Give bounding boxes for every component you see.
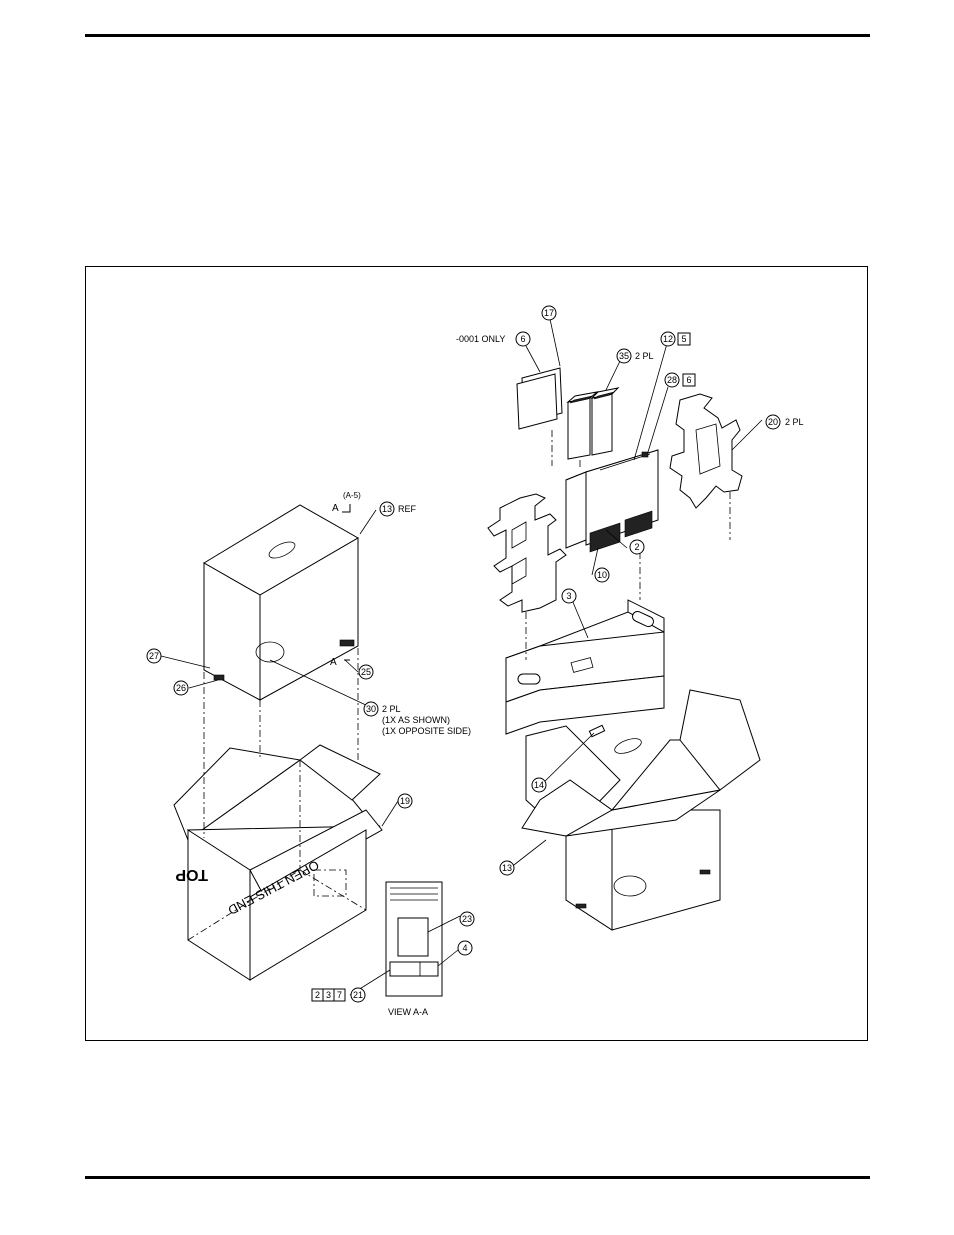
note-35-2pl: 2 PL <box>635 351 654 361</box>
callout-14: 14 <box>532 778 546 792</box>
callout-3: 3 <box>562 589 576 603</box>
note-13-ref: REF <box>398 504 417 514</box>
callout-6: 6 <box>516 332 530 346</box>
callout-2-square-lower: 2 <box>312 989 323 1001</box>
svg-text:12: 12 <box>663 334 673 344</box>
note-30-as-shown: (1X AS SHOWN) <box>382 715 450 725</box>
box-print-top: TOP <box>175 866 208 883</box>
callout-27: 27 <box>147 649 161 663</box>
label-panel <box>386 882 442 996</box>
foam-end-cap-left <box>488 494 566 612</box>
callout-28: 28 <box>665 373 679 387</box>
svg-text:4: 4 <box>462 943 467 953</box>
svg-text:20: 20 <box>768 417 778 427</box>
svg-text:19: 19 <box>400 796 410 806</box>
foam-end-cap-right <box>670 394 742 508</box>
callout-13: 13 <box>500 861 514 875</box>
callout-21: 21 <box>351 988 365 1002</box>
callout-17: 17 <box>542 306 556 320</box>
callout-26: 26 <box>174 681 188 695</box>
callout-20: 20 <box>766 415 780 429</box>
note-20-2pl: 2 PL <box>785 417 804 427</box>
callout-3-square-lower: 3 <box>323 989 334 1001</box>
view-a-a-label: VIEW A-A <box>388 1007 428 1017</box>
svg-text:7: 7 <box>337 990 342 1000</box>
callout-2: 2 <box>630 540 644 554</box>
svg-text:10: 10 <box>597 570 607 580</box>
svg-text:3: 3 <box>566 591 571 601</box>
callout-35: 35 <box>617 349 631 363</box>
callout-23: 23 <box>460 912 474 926</box>
document-sheet <box>517 368 562 429</box>
callout-12: 12 <box>661 332 675 346</box>
svg-text:13: 13 <box>502 863 512 873</box>
svg-text:2: 2 <box>634 542 639 552</box>
callout-7-square-lower: 7 <box>334 989 345 1001</box>
section-ref-a5: (A-5) <box>343 491 361 500</box>
section-label-a: A <box>332 503 339 514</box>
svg-text:6: 6 <box>686 375 691 385</box>
svg-text:28: 28 <box>667 375 677 385</box>
svg-text:21: 21 <box>353 990 363 1000</box>
inner-tray <box>506 600 664 734</box>
callout-30: 30 <box>364 702 378 716</box>
callout-19: 19 <box>398 794 412 808</box>
callout-5-square: 5 <box>678 333 690 345</box>
svg-text:30: 30 <box>366 704 376 714</box>
svg-text:3: 3 <box>326 990 331 1000</box>
svg-text:17: 17 <box>544 308 554 318</box>
outer-shipping-box <box>522 690 760 930</box>
callout-4: 4 <box>458 941 472 955</box>
accessory-boxes <box>568 388 618 459</box>
svg-text:14: 14 <box>534 780 544 790</box>
svg-text:13: 13 <box>382 504 392 514</box>
note-0001-only: -0001 ONLY <box>456 334 505 344</box>
svg-text:25: 25 <box>361 667 371 677</box>
note-30-opposite-side: (1X OPPOSITE SIDE) <box>382 726 471 736</box>
callout-10: 10 <box>595 568 609 582</box>
svg-text:2: 2 <box>315 990 320 1000</box>
reference-box <box>204 505 358 700</box>
callout-13-ref: 13 <box>380 502 394 516</box>
svg-text:27: 27 <box>149 651 159 661</box>
section-label-a-lower: A <box>330 657 337 668</box>
svg-text:23: 23 <box>462 914 472 924</box>
lower-open-box <box>174 745 382 980</box>
svg-text:5: 5 <box>681 334 686 344</box>
svg-text:6: 6 <box>520 334 525 344</box>
callout-6-square: 6 <box>683 374 695 386</box>
note-30-2pl: 2 PL <box>382 704 401 714</box>
svg-text:26: 26 <box>176 683 186 693</box>
callout-25: 25 <box>359 665 373 679</box>
svg-text:35: 35 <box>619 351 629 361</box>
